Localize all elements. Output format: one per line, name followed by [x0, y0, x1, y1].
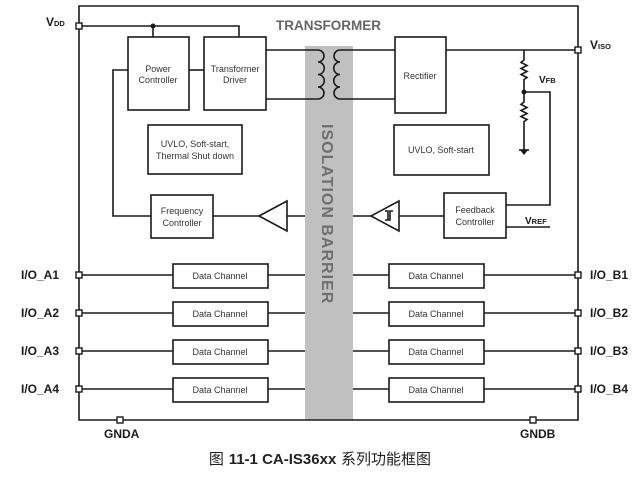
power-controller-label-2: Controller [138, 75, 177, 85]
gndb-pin [529, 416, 537, 424]
data-channel-a-label: Data Channel [192, 347, 247, 357]
uvlo-thermal-block [147, 124, 243, 175]
transformer-driver-label-2: Driver [223, 75, 247, 85]
vdd-pin [75, 22, 83, 30]
caption-part: CA-IS36xx [262, 451, 337, 468]
io-b-label: I/O_B2 [590, 306, 628, 320]
vfb-label: VFB [539, 75, 556, 86]
io-b-label: I/O_B4 [590, 382, 628, 396]
io-a-pin [75, 347, 83, 355]
io-a-label: I/O_A3 [21, 344, 59, 358]
transformer-driver-block [203, 36, 267, 111]
data-channel-b-label: Data Channel [408, 309, 463, 319]
transformer-driver-label-1: Transformer [211, 64, 260, 74]
resistor-divider-icon [519, 50, 529, 150]
data-channel-a-block [172, 377, 269, 403]
junction-dot [150, 23, 156, 29]
feedback-controller-label-2: Controller [455, 217, 494, 227]
io-a-label: I/O_A2 [21, 306, 59, 320]
data-channel-a-label: Data Channel [192, 385, 247, 395]
uvlo-left-label-1: UVLO, Soft-start, [161, 139, 230, 149]
data-channel-a-block [172, 263, 269, 289]
io-a-pin [75, 271, 83, 279]
barrier-label: ISOLATION BARRIER [318, 124, 335, 304]
data-channel-a-block [172, 301, 269, 327]
ground-arrow-icon [520, 150, 528, 155]
data-channel-b-block [388, 301, 485, 327]
secondary-coil-icon [332, 49, 341, 100]
io-b-pin [574, 271, 582, 279]
uvlo-softstart-block [393, 124, 490, 176]
vdd-rail [79, 25, 240, 37]
data-channel-b-label: Data Channel [408, 347, 463, 357]
io-b-pin [574, 347, 582, 355]
figure-caption: 图 11-1 CA-IS36xx 系列功能框图 [0, 448, 640, 469]
vref-label: VREF [525, 216, 547, 227]
io-a-label: I/O_A4 [21, 382, 59, 396]
io-a-pin [75, 385, 83, 393]
schmitt-trigger-icon [369, 199, 400, 233]
caption-suffix: 系列功能框图 [336, 450, 432, 468]
transformer-title: TRANSFORMER [276, 18, 381, 33]
data-channel-b-label: Data Channel [408, 385, 463, 395]
buffer-amplifier-icon [257, 199, 288, 233]
data-channel-a-block [172, 339, 269, 365]
io-a-pin [75, 309, 83, 317]
gnda-pin [116, 416, 124, 424]
data-channel-b-label: Data Channel [408, 271, 463, 281]
data-channel-b-block [388, 377, 485, 403]
caption-prefix: 图 [208, 450, 229, 468]
data-channel-b-block [388, 339, 485, 365]
frequency-controller-label-2: Controller [162, 218, 201, 228]
power-controller-block [127, 36, 190, 111]
rectifier-block [394, 36, 447, 114]
frequency-controller-label-1: Frequency [161, 206, 204, 216]
vfb-feedback-wire [506, 91, 551, 206]
hysteresis-glyph [385, 210, 393, 221]
frequency-controller-block [150, 194, 214, 239]
uvlo-left-label-2: Thermal Shut down [156, 151, 234, 161]
isolation-barrier [305, 46, 353, 420]
io-b-pin [574, 309, 582, 317]
vdd-label: VDD [46, 15, 65, 29]
io-b-label: I/O_B3 [590, 344, 628, 358]
viso-label: VISO [590, 38, 611, 52]
uvlo-right-label: UVLO, Soft-start [408, 145, 475, 155]
feedback-controller-label-1: Feedback [455, 205, 495, 215]
io-a-label: I/O_A1 [21, 268, 59, 282]
gndb-label: GNDB [520, 427, 556, 441]
block-diagram: ISOLATION BARRIER TRANSFORMER Power Cont… [21, 5, 628, 441]
caption-figure-no: 11-1 [228, 451, 263, 468]
data-channel-a-label: Data Channel [192, 309, 247, 319]
feedback-controller-block [443, 192, 507, 239]
rectifier-label: Rectifier [403, 71, 436, 81]
io-b-label: I/O_B1 [590, 268, 628, 282]
data-channel-b-block [388, 263, 485, 289]
io-b-pin [574, 385, 582, 393]
power-controller-label-1: Power [145, 64, 171, 74]
viso-pin [574, 46, 582, 54]
gnda-label: GNDA [104, 427, 140, 441]
data-channel-a-label: Data Channel [192, 271, 247, 281]
primary-coil-icon [317, 49, 326, 100]
freq-to-power-wire [112, 69, 151, 217]
